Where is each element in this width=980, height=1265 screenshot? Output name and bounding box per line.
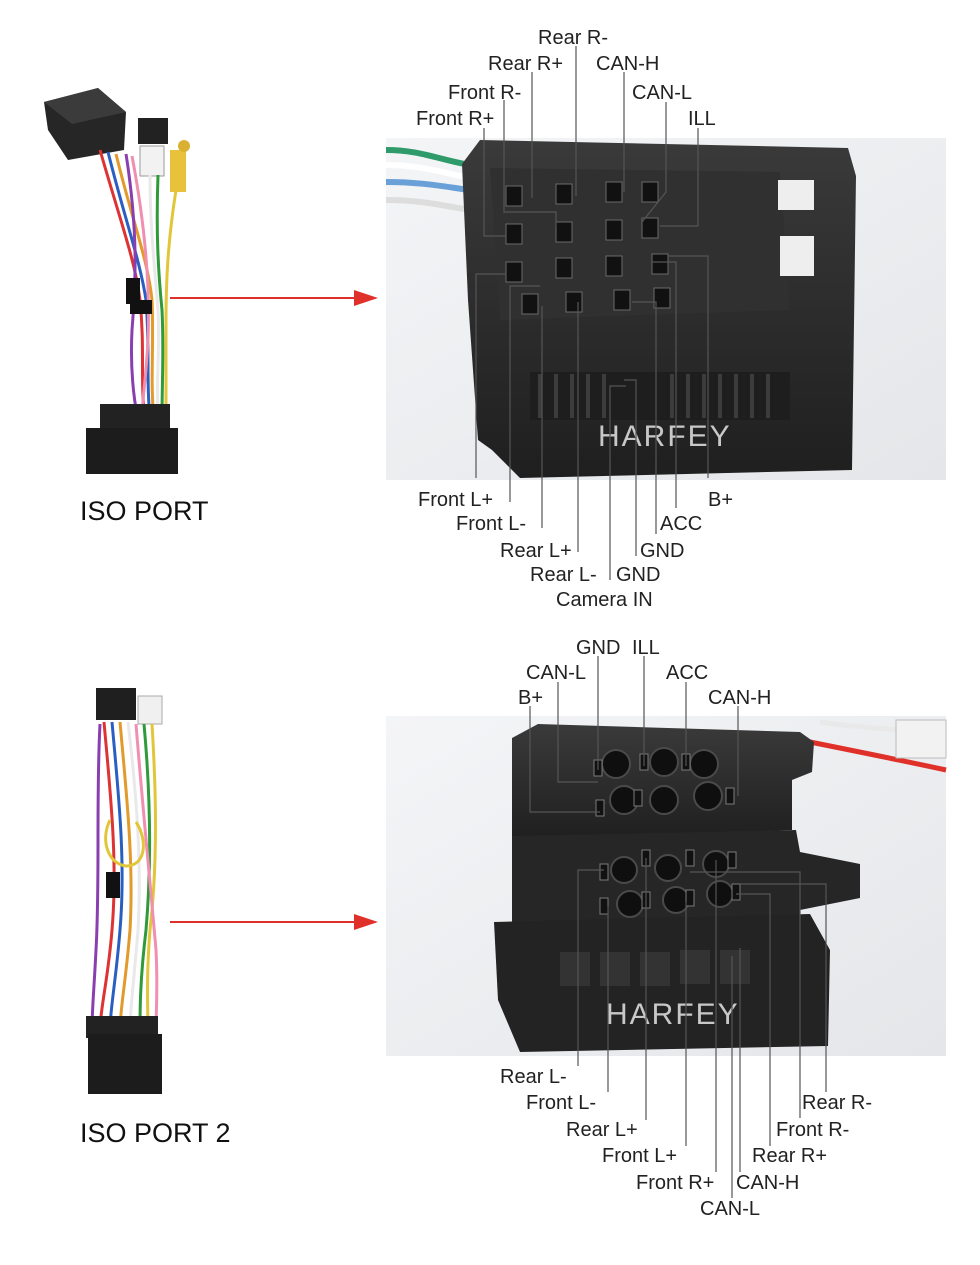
label2-rear-r-plus: Rear R+ [752, 1145, 827, 1167]
connector-2-photo: HARFEY [386, 716, 947, 1056]
label-rear-l-minus: Rear L- [530, 564, 597, 586]
label2-front-l-plus: Front L+ [602, 1145, 677, 1167]
label-rear-r-plus: Rear R+ [488, 53, 563, 75]
connector-1-photo: HARFEY [385, 138, 946, 480]
label2-gnd: GND [576, 637, 620, 659]
watermark-2: HARFEY [606, 998, 740, 1031]
label-front-r-minus: Front R- [448, 82, 521, 104]
label2-can-l-bottom: CAN-L [700, 1198, 760, 1220]
label2-can-h-bottom: CAN-H [736, 1172, 799, 1194]
leader-lines-1 [475, 46, 709, 580]
label-front-l-plus: Front L+ [418, 489, 493, 511]
harness-1-photo [44, 88, 190, 474]
labels-1: Rear R- Rear R+ CAN-H Front R- CAN-L Fro… [416, 27, 733, 611]
label2-acc: ACC [666, 662, 708, 684]
label2-can-h: CAN-H [708, 687, 771, 709]
port-1-title: ISO PORT [80, 496, 209, 526]
harness-2-photo [86, 688, 163, 1094]
label-can-h: CAN-H [596, 53, 659, 75]
label-can-l: CAN-L [632, 82, 692, 104]
label-acc: ACC [660, 513, 702, 535]
label-gnd-2: GND [616, 564, 660, 586]
label-b-plus: B+ [708, 489, 733, 511]
label2-front-r-plus: Front R+ [636, 1172, 714, 1194]
label-camera-in: Camera IN [556, 589, 653, 611]
labels-2: GND ILL CAN-L ACC CAN-H B+ Rear L- Front… [500, 637, 872, 1220]
label-front-l-minus: Front L- [456, 513, 526, 535]
label2-b-plus: B+ [518, 687, 543, 709]
label2-rear-l-minus: Rear L- [500, 1066, 567, 1088]
label2-can-l: CAN-L [526, 662, 586, 684]
leader-lines-2 [529, 656, 827, 1198]
label2-ill: ILL [632, 637, 660, 659]
label-rear-l-plus: Rear L+ [500, 540, 572, 562]
label-gnd-1: GND [640, 540, 684, 562]
label2-front-r-minus: Front R- [776, 1119, 849, 1141]
arrow-1 [170, 290, 378, 306]
watermark-1: HARFEY [598, 420, 732, 453]
label2-rear-l-plus: Rear L+ [566, 1119, 638, 1141]
label-ill: ILL [688, 108, 716, 130]
label-front-r-plus: Front R+ [416, 108, 494, 130]
port-2-title: ISO PORT 2 [80, 1118, 231, 1148]
label2-front-l-minus: Front L- [526, 1092, 596, 1114]
label-rear-r-minus: Rear R- [538, 27, 608, 49]
label2-rear-r-minus: Rear R- [802, 1092, 872, 1114]
arrow-2 [170, 914, 378, 930]
